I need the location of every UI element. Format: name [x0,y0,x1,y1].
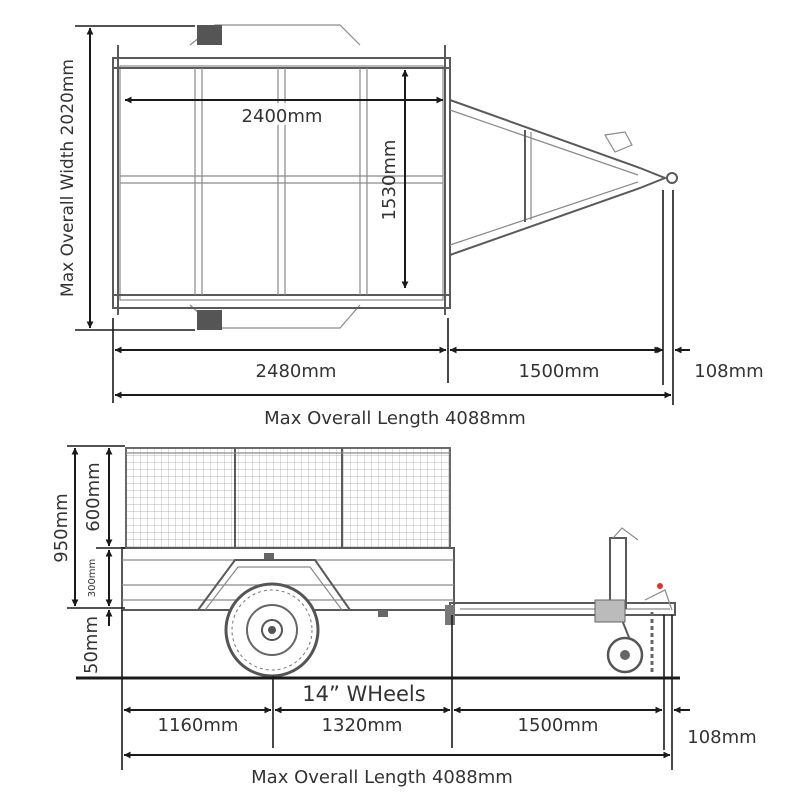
label-drawbar-length-side: 1500mm [518,715,599,736]
jockey-stand [609,537,627,609]
label-total-height: 950mm [51,493,72,562]
label-front-overhang: 1160mm [158,715,239,736]
label-coupling-length: 108mm [694,361,763,382]
label-wheels: 14” WHeels [302,682,425,706]
top-drawbar [449,99,678,256]
label-overall-width: Max Overall Width 2020mm [58,59,78,297]
label-bed-length: 2400mm [242,106,323,127]
label-body-height: 300mm [87,559,98,598]
top-jockey-wheel [604,131,633,153]
label-axle-to-front: 1320mm [322,715,403,736]
cage-mesh [125,447,451,549]
label-bed-width: 1530mm [379,140,400,221]
label-ground-clearance: 50mm [81,616,102,674]
wheel [224,582,320,678]
label-overall-length-top: Max Overall Length 4088mm [264,408,526,429]
side-drawbar [445,527,676,674]
top-tyre-upper [197,25,222,45]
side-mudguard [197,559,351,611]
trailer-bed-frame [112,57,451,309]
label-body-length: 2480mm [256,361,337,382]
label-cage-height: 600mm [83,462,104,531]
top-tyre-lower [197,310,222,330]
label-coupling-length-side: 108mm [687,727,756,748]
side-view: 950mm 600mm 300mm 50mm 14” WHeels 1160mm… [51,445,757,788]
top-view: 2400mm 1530mm Max Overall Width 2020mm 2… [58,24,764,429]
top-coupling [666,172,678,184]
label-overall-length-side: Max Overall Length 4088mm [251,767,513,788]
label-drawbar-length: 1500mm [519,361,600,382]
top-mudguards [189,24,361,330]
